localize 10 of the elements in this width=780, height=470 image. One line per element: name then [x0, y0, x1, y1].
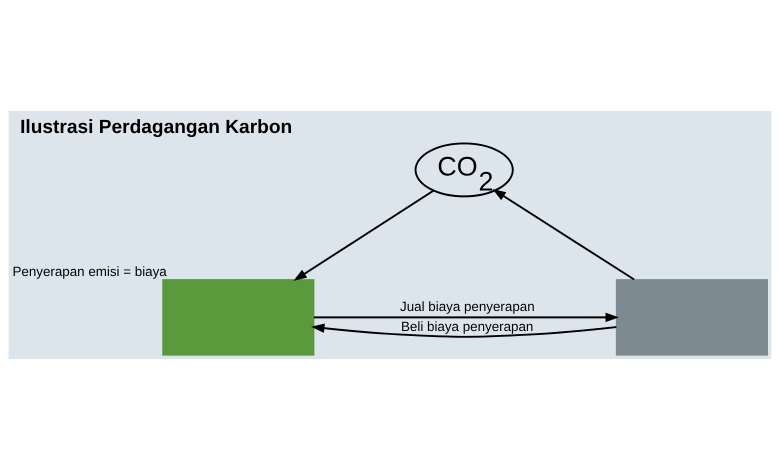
arrow [492, 188, 635, 280]
arrow [293, 190, 434, 281]
diagram-title: Ilustrasi Perdagangan Karbon [20, 117, 292, 138]
arrow [311, 324, 616, 338]
node-box [162, 279, 314, 356]
node-label: Penyerapan emisi = biaya [12, 264, 167, 279]
node-box [616, 279, 768, 356]
arrow [314, 312, 619, 322]
edge-label: Jual biaya penyerapan [400, 298, 535, 314]
edge-label: Beli biaya penyerapan [401, 318, 534, 334]
